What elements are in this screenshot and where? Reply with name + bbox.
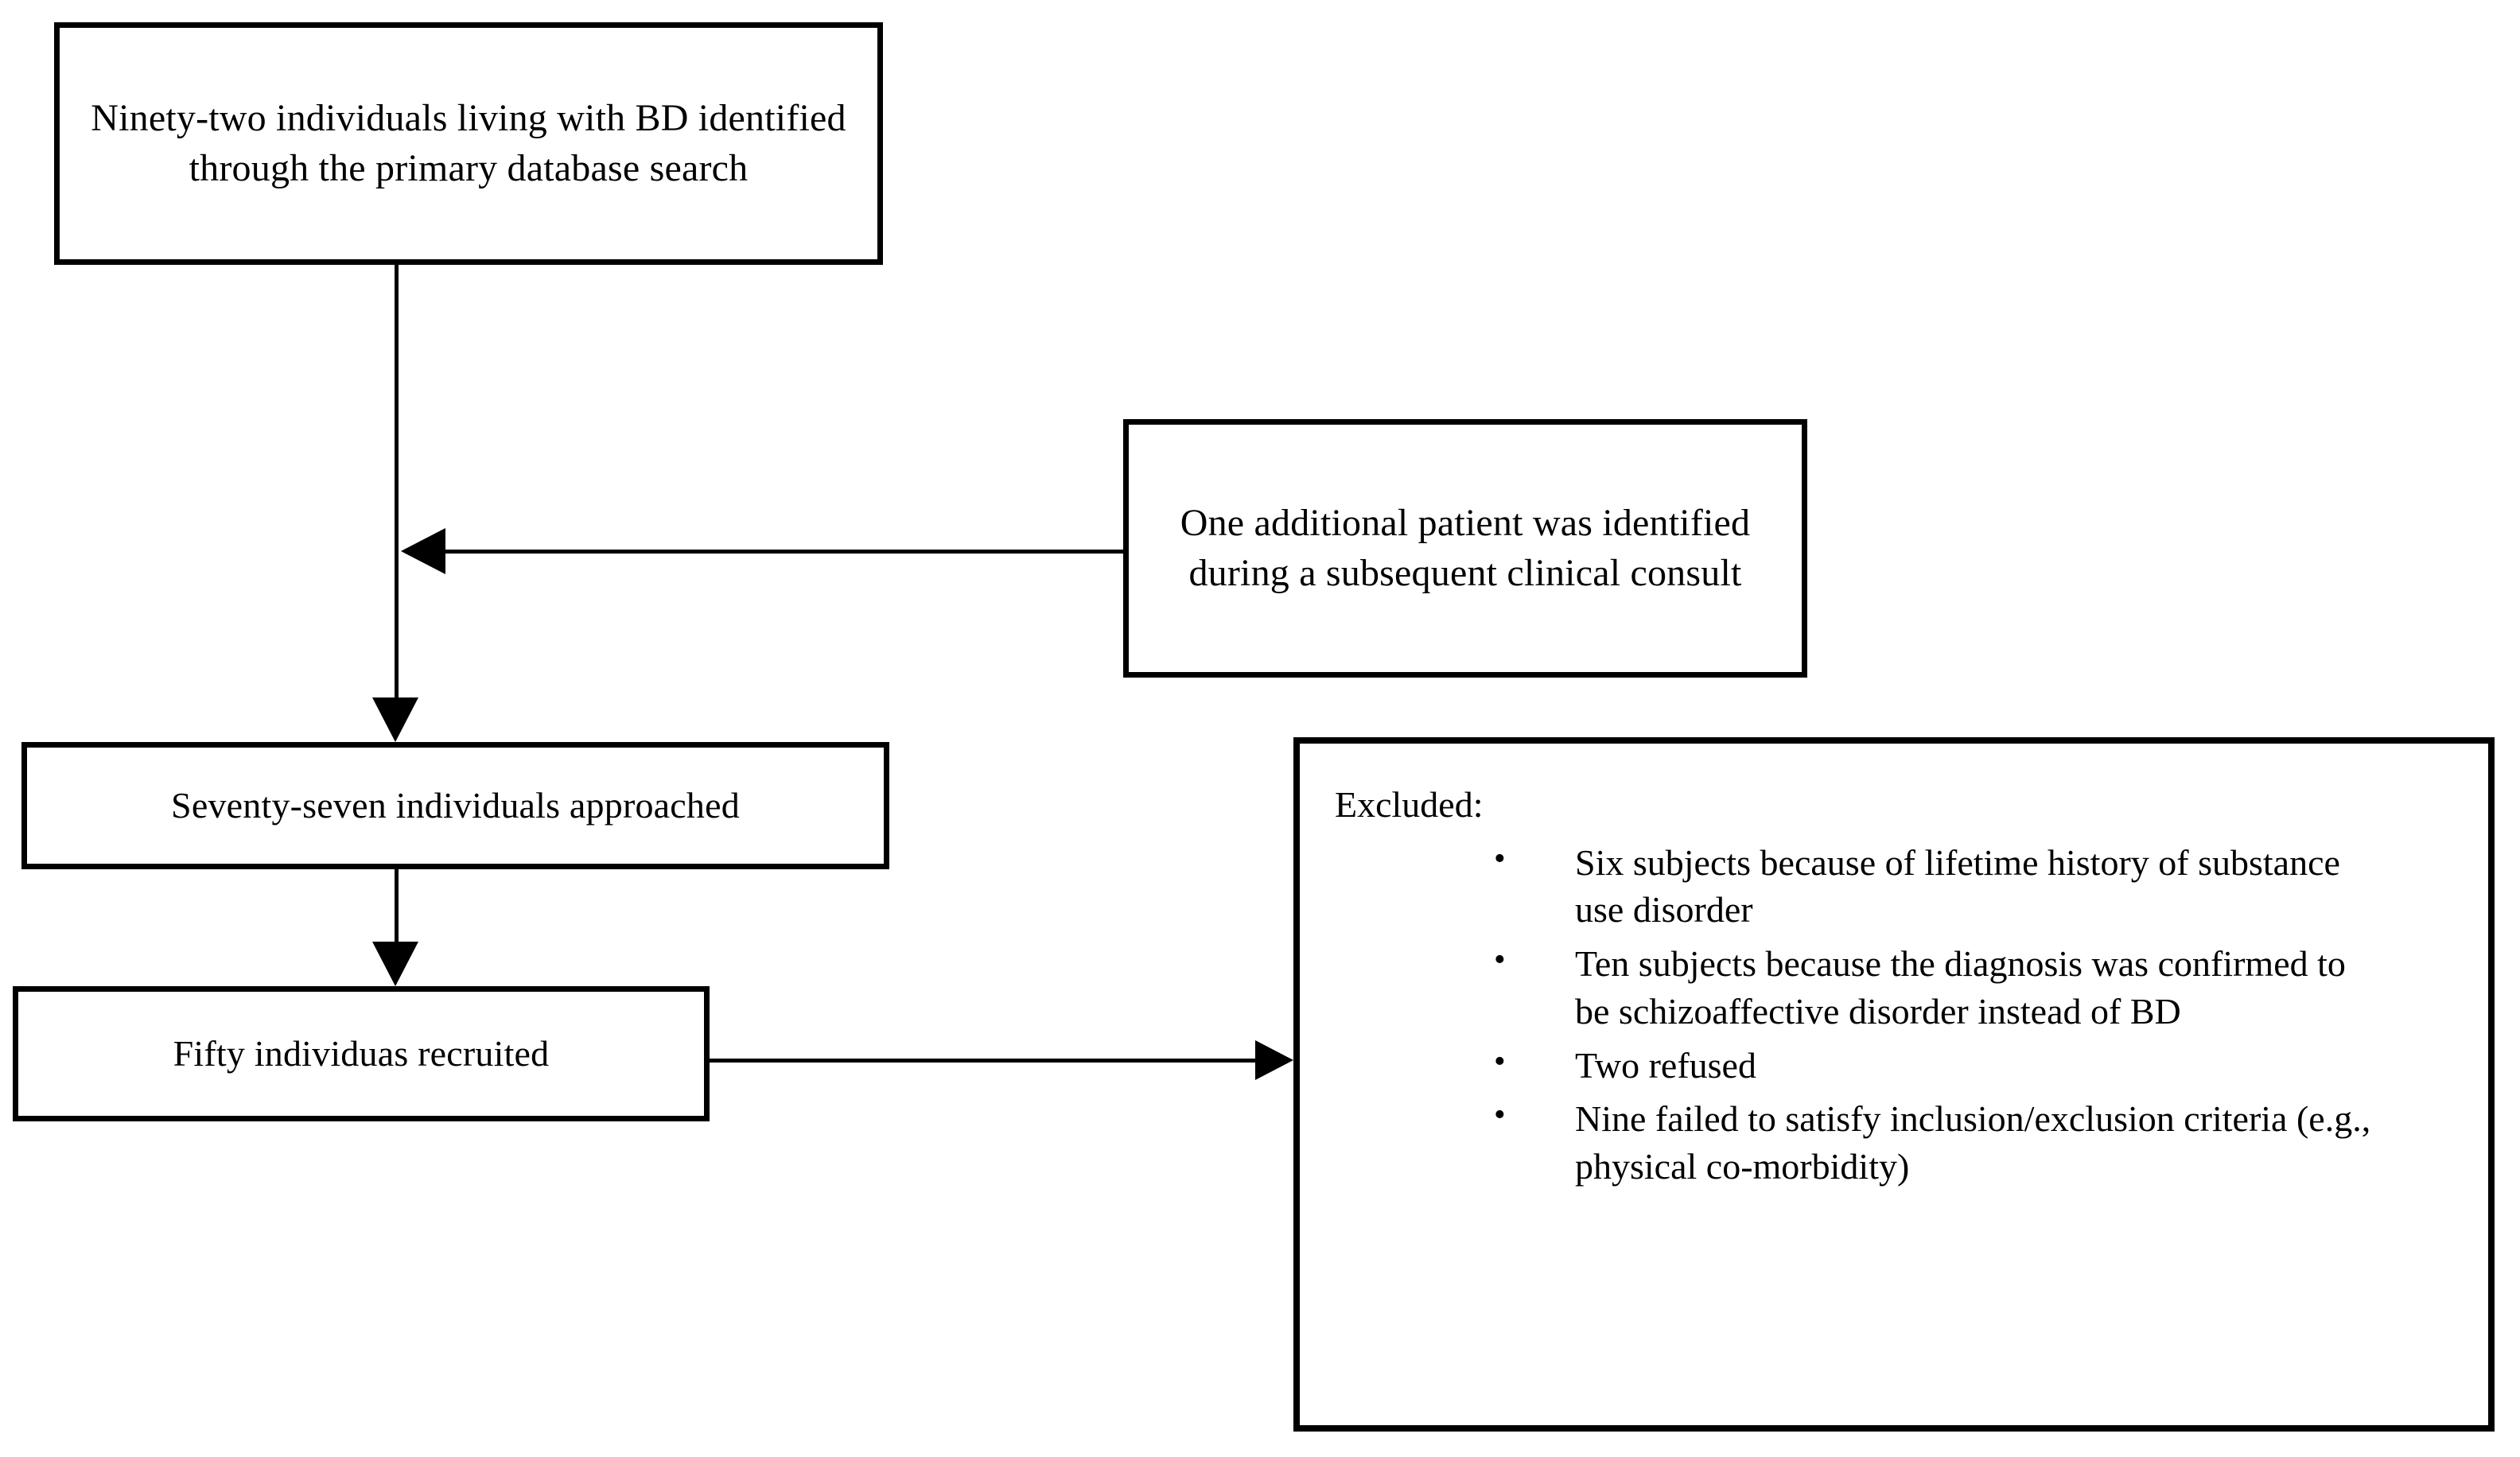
bullet-icon: • (1494, 1043, 1506, 1080)
arrow-down-icon (372, 942, 418, 986)
connector-additional-to-trunk (445, 550, 1123, 554)
excluded-content: Excluded: • Six subjects because of life… (1300, 744, 2488, 1191)
arrow-left-icon (401, 528, 445, 574)
node-recruited-label: Fifty individuas recruited (173, 1033, 550, 1074)
node-excluded: Excluded: • Six subjects because of life… (1293, 737, 2495, 1432)
excluded-item-text: Nine failed to satisfy inclusion/exclusi… (1575, 1098, 2371, 1187)
list-item: • Two refused (1494, 1042, 2386, 1090)
node-additional-label: One additional patient was identified du… (1180, 502, 1751, 594)
node-one-additional-patient: One additional patient was identified du… (1123, 419, 1807, 678)
excluded-item-text: Ten subjects because the diagnosis was c… (1575, 943, 2346, 1032)
arrow-down-icon (372, 697, 418, 742)
node-approached-label: Seventy-seven individuals approached (171, 785, 740, 826)
arrow-right-icon (1255, 1040, 1293, 1080)
node-identified-label: Ninety-two individuals living with BD id… (91, 97, 846, 189)
excluded-reason-list: • Six subjects because of lifetime histo… (1335, 839, 2464, 1191)
node-individuals-recruited: Fifty individuas recruited (13, 986, 710, 1121)
connector-approached-to-recruited (395, 869, 399, 949)
excluded-heading: Excluded: (1335, 784, 1484, 825)
connector-identified-to-approached (395, 265, 399, 721)
excluded-item-text: Six subjects because of lifetime history… (1575, 841, 2340, 931)
list-item: • Nine failed to satisfy inclusion/exclu… (1494, 1095, 2386, 1191)
bullet-icon: • (1494, 942, 1506, 979)
node-individuals-approached: Seventy-seven individuals approached (21, 742, 889, 869)
excluded-item-text: Two refused (1575, 1044, 1756, 1086)
list-item: • Ten subjects because the diagnosis was… (1494, 940, 2386, 1035)
connector-recruited-to-excluded (710, 1059, 1258, 1063)
list-item: • Six subjects because of lifetime histo… (1494, 839, 2386, 934)
node-identified-through-database: Ninety-two individuals living with BD id… (54, 22, 883, 265)
bullet-icon: • (1494, 1097, 1506, 1134)
bullet-icon: • (1494, 840, 1506, 877)
